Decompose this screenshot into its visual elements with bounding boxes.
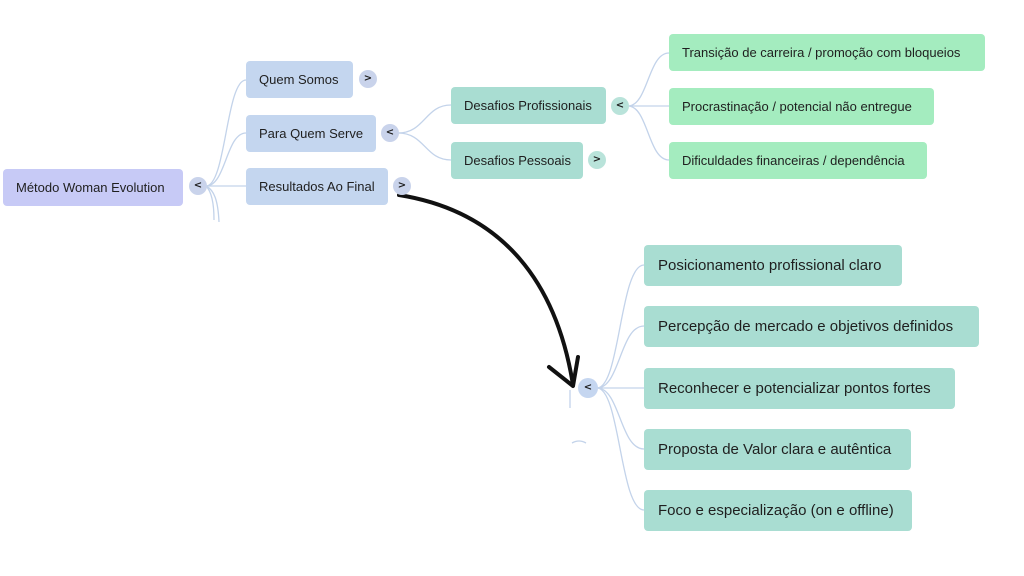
node-percepcao-mercado[interactable]: Percepção de mercado e objetivos definid… <box>644 306 979 347</box>
connector-root-para-quem-serve <box>205 132 247 187</box>
node-resultados-ao-final[interactable]: Resultados Ao Final <box>246 168 388 205</box>
node-label: Posicionamento profissional claro <box>658 257 882 274</box>
node-label: Transição de carreira / promoção com blo… <box>682 45 961 60</box>
node-label: Para Quem Serve <box>259 126 364 141</box>
node-transicao-carreira[interactable]: Transição de carreira / promoção com blo… <box>669 34 985 71</box>
connector-res-5 <box>596 387 645 511</box>
node-procrastinacao[interactable]: Procrastinação / potencial não entregue <box>669 88 934 125</box>
node-dificuldades-financeiras[interactable]: Dificuldades financeiras / dependência <box>669 142 927 179</box>
node-quem-somos[interactable]: Quem Somos <box>246 61 353 98</box>
node-foco-especializacao[interactable]: Foco e especialização (on e offline) <box>644 490 912 531</box>
collapse-toggle-resultados-expanded[interactable]: < <box>578 378 598 398</box>
node-label: Resultados Ao Final <box>259 179 375 194</box>
connector-res-2 <box>596 325 645 389</box>
node-label: Procrastinação / potencial não entregue <box>682 99 912 114</box>
node-label: Desafios Profissionais <box>464 98 592 113</box>
connector-prof-transicao <box>627 52 670 107</box>
arrow-curve <box>397 193 575 387</box>
connector-serve-pessoais <box>397 132 452 161</box>
node-label: Desafios Pessoais <box>464 153 571 168</box>
node-posicionamento-profissional[interactable]: Posicionamento profissional claro <box>644 245 902 286</box>
connector-root-stub-2 <box>205 185 215 221</box>
root-node-label: Método Woman Evolution <box>16 180 165 195</box>
node-desafios-pessoais[interactable]: Desafios Pessoais <box>451 142 583 179</box>
node-label: Foco e especialização (on e offline) <box>658 502 894 519</box>
node-label: Proposta de Valor clara e autêntica <box>658 441 892 458</box>
node-label: Percepção de mercado e objetivos definid… <box>658 318 954 335</box>
connector-res-stub-curve <box>571 440 587 444</box>
collapse-toggle-root[interactable]: < <box>189 177 207 195</box>
expand-toggle-quem-somos[interactable]: > <box>359 70 377 88</box>
node-label: Dificuldades financeiras / dependência <box>682 153 905 168</box>
root-node[interactable]: Método Woman Evolution <box>3 169 183 206</box>
node-desafios-profissionais[interactable]: Desafios Profissionais <box>451 87 606 124</box>
connector-serve-profissionais <box>397 104 452 134</box>
node-para-quem-serve[interactable]: Para Quem Serve <box>246 115 376 152</box>
arrow-head <box>547 355 580 388</box>
connector-res-1 <box>596 264 645 389</box>
node-label: Reconhecer e potencializar pontos fortes <box>658 380 931 397</box>
node-label: Quem Somos <box>259 72 339 87</box>
collapse-toggle-para-quem-serve[interactable]: < <box>381 124 399 142</box>
expand-toggle-resultados[interactable]: > <box>393 177 411 195</box>
collapse-toggle-desafios-profissionais[interactable]: < <box>611 97 629 115</box>
expand-toggle-desafios-pessoais[interactable]: > <box>588 151 606 169</box>
connector-res-4 <box>596 387 645 450</box>
node-proposta-valor[interactable]: Proposta de Valor clara e autêntica <box>644 429 911 470</box>
connector-root-quem-somos <box>205 79 247 187</box>
connector-prof-dificuldades <box>627 105 670 161</box>
node-pontos-fortes[interactable]: Reconhecer e potencializar pontos fortes <box>644 368 955 409</box>
